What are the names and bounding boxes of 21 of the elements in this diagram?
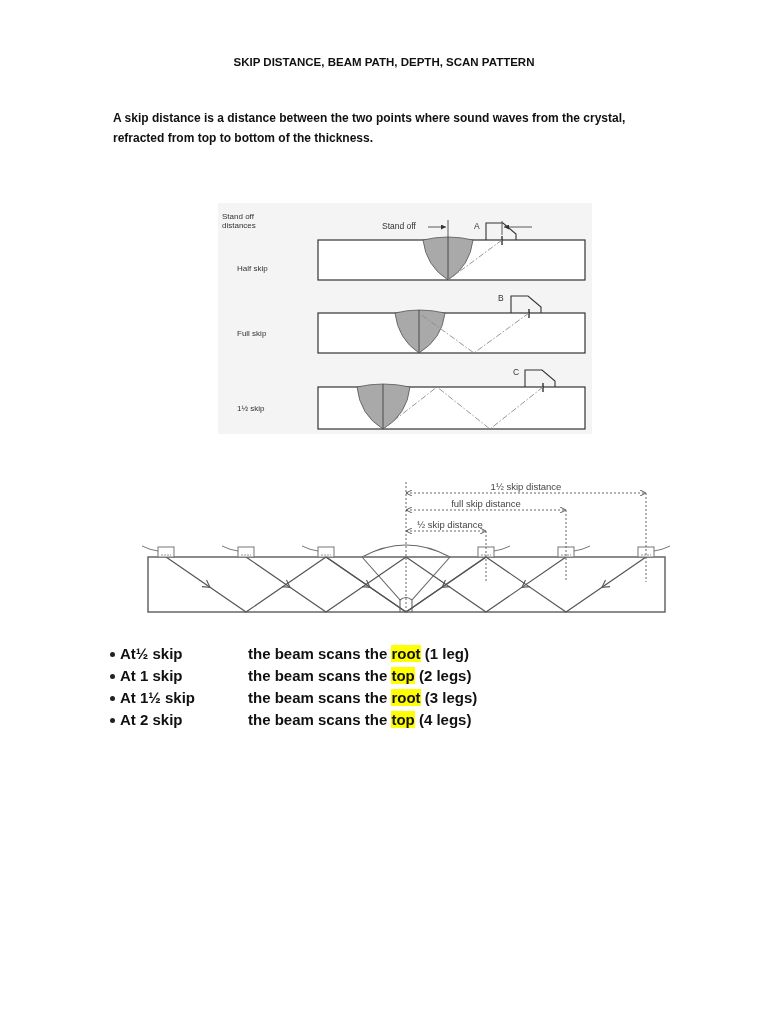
dimension-label: 1½ skip distance xyxy=(490,481,562,492)
description-text: the beam scans the top (4 legs) xyxy=(248,711,472,729)
row-label: Full skip xyxy=(237,329,267,339)
description-text: the beam scans the top (2 legs) xyxy=(248,667,472,685)
probe-label: B xyxy=(498,293,504,303)
list-item-text: At 2 skip xyxy=(120,711,183,729)
row-label: 1½ skip xyxy=(237,404,265,414)
list-item-text: At½ skip xyxy=(120,645,183,663)
dimension-label: ½ skip distance xyxy=(417,519,483,530)
row-label: Half skip xyxy=(237,264,268,274)
dimension-label: full skip distance xyxy=(451,498,521,509)
list-item-text: At 1 skip xyxy=(120,667,183,685)
dimension-label: Stand off xyxy=(382,221,416,231)
page-title: SKIP DISTANCE, BEAM PATH, DEPTH, SCAN PATTERN xyxy=(233,55,535,69)
list-item-text: At 1½ skip xyxy=(120,689,196,707)
probe-label: A xyxy=(474,221,480,231)
column-heading: Stand off distances xyxy=(222,212,257,230)
description-text: the beam scans the root (1 leg) xyxy=(248,645,469,663)
intro-paragraph: A skip distance is a distance between the two points where sound waves from the crystal, refracted from top to bottom of the thickness. xyxy=(113,110,627,147)
probe-label: C xyxy=(513,367,520,377)
description-text: the beam scans the root (3 legs) xyxy=(248,689,478,707)
